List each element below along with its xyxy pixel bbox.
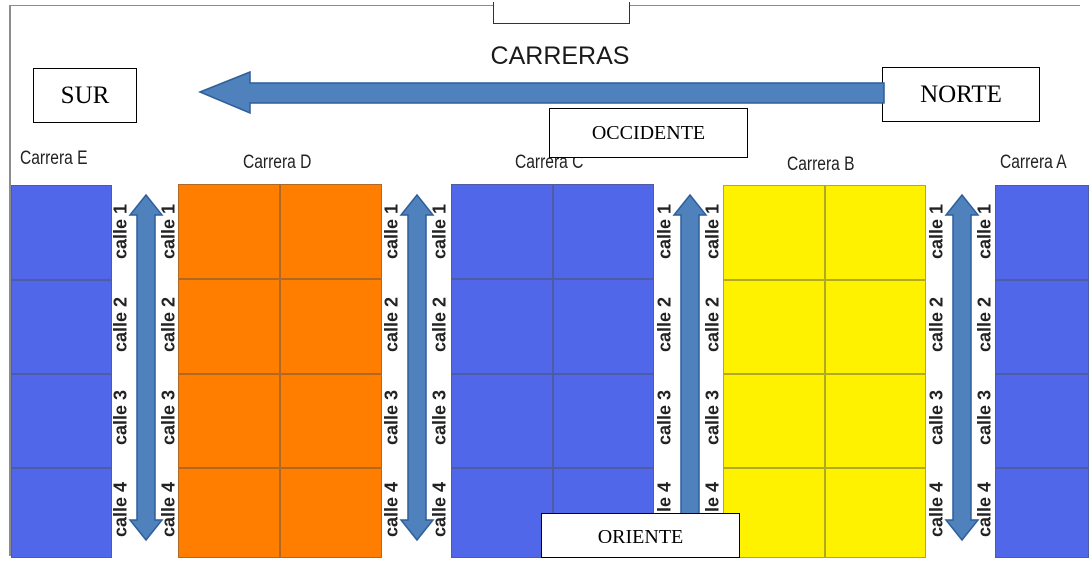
block-cell (723, 185, 825, 280)
block-cell (451, 184, 553, 279)
block-cell (553, 279, 654, 374)
occidente-label: OCCIDENTE (591, 121, 706, 144)
carrera-e-label: Carrera E (20, 148, 88, 169)
carrera-a-block (995, 185, 1089, 558)
block-cell (178, 279, 280, 374)
block-cell (178, 468, 280, 558)
norte-label-box: NORTE (882, 67, 1040, 122)
carrera-b-label: Carrera B (787, 154, 855, 175)
occidente-label-box: OCCIDENTE (549, 108, 748, 158)
norte-label: NORTE (920, 80, 1002, 108)
block-cell (451, 374, 553, 468)
block-cell (553, 184, 654, 279)
block-cell (11, 280, 112, 374)
block-cell (280, 468, 382, 558)
block-cell (995, 185, 1089, 280)
sur-label: SUR (60, 81, 110, 109)
carrera-a-label: Carrera A (1000, 152, 1067, 173)
block-cell (11, 468, 112, 558)
block-cell (723, 374, 825, 468)
carrera-d-block (178, 184, 382, 558)
north-south-arrow (198, 70, 885, 115)
block-cell (995, 468, 1089, 558)
block-cell (825, 280, 926, 374)
calle-arrow-4 (944, 193, 980, 542)
block-cell (280, 184, 382, 279)
carreras-title: CARRERAS (490, 42, 630, 70)
block-cell (825, 185, 926, 280)
oriente-label-box: ORIENTE (541, 513, 740, 558)
carrera-d-label: Carrera D (243, 152, 312, 173)
calle-arrow-1 (128, 193, 164, 542)
block-cell (11, 374, 112, 468)
block-cell (11, 185, 112, 280)
block-cell (723, 280, 825, 374)
calle-arrow-3 (672, 193, 708, 542)
block-cell (280, 279, 382, 374)
carrera-b-block (723, 185, 926, 558)
block-cell (280, 374, 382, 468)
block-cell (825, 374, 926, 468)
sur-label-box: SUR (33, 68, 137, 123)
carrera-e-block (11, 185, 112, 558)
top-tab-box (493, 2, 630, 24)
block-cell (451, 279, 553, 374)
carrera-c-block (451, 184, 654, 558)
block-cell (178, 184, 280, 279)
oriente-label: ORIENTE (597, 526, 684, 548)
block-cell (178, 374, 280, 468)
block-cell (825, 468, 926, 558)
block-cell (995, 374, 1089, 468)
calle-arrow-2 (399, 193, 435, 542)
block-cell (553, 374, 654, 468)
